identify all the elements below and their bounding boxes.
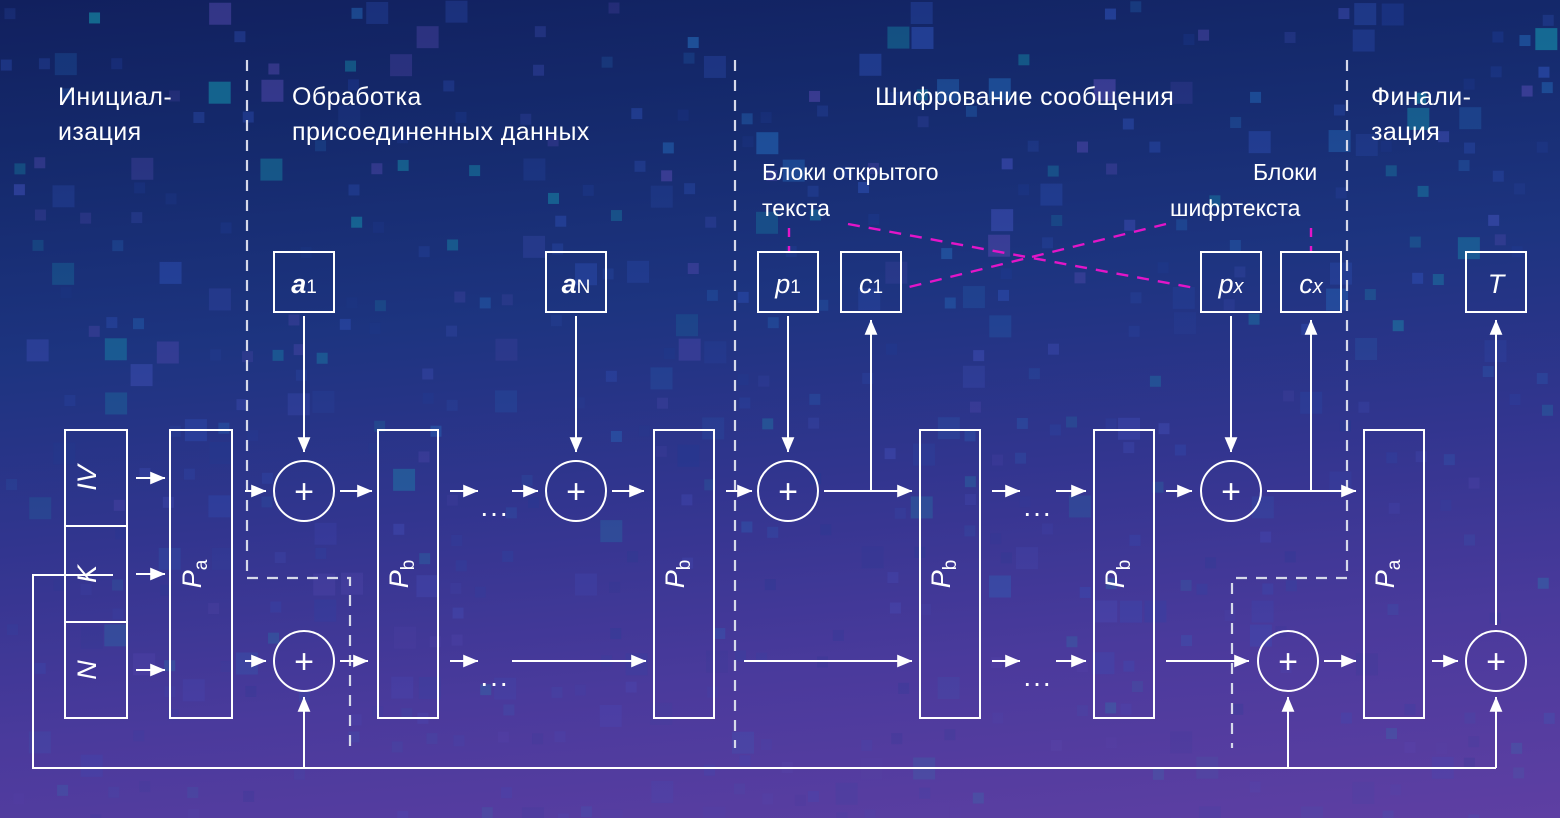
data-block-c1: c1 bbox=[840, 251, 902, 313]
callout-plaintext-blocks: Блоки открытого текста bbox=[762, 159, 939, 221]
data-block-aN-sub: N bbox=[577, 277, 591, 298]
data-block-a1: a1 bbox=[273, 251, 335, 313]
permutation-pb-ad-1-sub: b bbox=[398, 560, 419, 571]
leader-ciphertext-to-c1 bbox=[904, 222, 1167, 290]
state-input-k-label: K bbox=[72, 564, 102, 583]
data-block-px-main: p bbox=[1217, 269, 1233, 299]
svg-text:a1: a1 bbox=[291, 269, 317, 299]
callout-plaintext-line1: Блоки открытого bbox=[762, 159, 939, 185]
permutation-pb-enc-n: Pb bbox=[1093, 429, 1155, 719]
data-block-cx-sub: x bbox=[1312, 276, 1324, 298]
data-block-c1-sub: 1 bbox=[872, 277, 883, 298]
permutation-pa-final-sub: a bbox=[1384, 559, 1405, 570]
xor-ad-1-bot: + bbox=[273, 630, 335, 692]
permutation-pb-ad-1: Pb bbox=[377, 429, 439, 719]
xor-enc-x-bot-symbol: + bbox=[1278, 643, 1298, 681]
permutation-pb-ad-n-sub: b bbox=[674, 560, 695, 571]
section-header-ad-line1: Обработка bbox=[292, 83, 422, 111]
data-block-cx-main: c bbox=[1299, 269, 1313, 299]
section-header-final: Финали- зация bbox=[1371, 83, 1471, 146]
leader-plaintext-to-px bbox=[847, 222, 1196, 290]
data-block-px-sub: x bbox=[1233, 276, 1245, 298]
xor-enc-1-top: + bbox=[757, 460, 819, 522]
data-block-T: T bbox=[1465, 251, 1527, 313]
state-input-iv-label: IV bbox=[72, 462, 102, 491]
xor-final-bot-symbol: + bbox=[1486, 643, 1506, 681]
permutation-pb-ad-n-main: P bbox=[660, 570, 690, 588]
xor-enc-x-bot: + bbox=[1257, 630, 1319, 692]
svg-text:Pb: Pb bbox=[926, 560, 961, 589]
data-block-c1-main: c bbox=[859, 269, 873, 299]
callout-ciphertext-line2: шифртекста bbox=[1170, 195, 1301, 221]
callout-ciphertext-line1: Блоки bbox=[1253, 159, 1317, 185]
permutation-pa-init: Pa bbox=[169, 429, 233, 719]
svg-text:Pa: Pa bbox=[1370, 559, 1405, 588]
permutation-pb-enc-1-main: P bbox=[926, 570, 956, 588]
state-input-n-label: N bbox=[72, 660, 102, 680]
xor-enc-x-top: + bbox=[1200, 460, 1262, 522]
ellipsis-enc-bot: ... bbox=[1023, 661, 1052, 692]
section-header-final-line1: Финали- bbox=[1371, 83, 1471, 111]
xor-enc-1-top-symbol: + bbox=[778, 473, 798, 511]
svg-text:c1: c1 bbox=[859, 269, 883, 299]
data-block-aN-main: a bbox=[562, 269, 577, 299]
svg-text:Pb: Pb bbox=[1100, 560, 1135, 589]
xor-ad-n-top-symbol: + bbox=[566, 473, 586, 511]
section-divider-encryption-final bbox=[1230, 60, 1349, 748]
svg-text:aN: aN bbox=[562, 269, 591, 299]
permutation-pa-final-main: P bbox=[1370, 570, 1400, 588]
data-block-p1: p1 bbox=[757, 251, 819, 313]
svg-text:Pa: Pa bbox=[177, 559, 212, 588]
section-divider-init-ad bbox=[245, 60, 352, 748]
data-block-a1-sub: 1 bbox=[306, 277, 317, 298]
state-input-stack: IV K N bbox=[64, 429, 128, 719]
svg-text:cx: cx bbox=[1299, 269, 1324, 299]
data-block-aN: aN bbox=[545, 251, 607, 313]
permutation-pb-enc-1-sub: b bbox=[940, 560, 961, 571]
callout-ciphertext-blocks: Блоки шифртекста bbox=[1170, 159, 1317, 221]
section-header-encryption: Шифрование сообщения bbox=[875, 83, 1174, 111]
xor-enc-x-top-symbol: + bbox=[1221, 473, 1241, 511]
permutation-pb-ad-n: Pb bbox=[653, 429, 715, 719]
ellipsis-enc-top: ... bbox=[1023, 491, 1052, 522]
permutation-pb-enc-1: Pb bbox=[919, 429, 981, 719]
section-header-ad: Обработка присоединенных данных bbox=[292, 83, 590, 146]
xor-ad-1-top: + bbox=[273, 460, 335, 522]
data-block-p1-main: p bbox=[774, 269, 790, 299]
permutation-pb-enc-n-main: P bbox=[1100, 570, 1130, 588]
ellipsis-ad-top: ... bbox=[480, 491, 509, 522]
permutation-pb-enc-n-sub: b bbox=[1114, 560, 1135, 571]
xor-final-bot: + bbox=[1465, 630, 1527, 692]
section-header-init-line2: изация bbox=[58, 118, 142, 146]
section-header-init-line1: Инициал- bbox=[58, 83, 172, 111]
svg-text:Pb: Pb bbox=[384, 560, 419, 589]
key-feedback-bus bbox=[32, 574, 1496, 769]
data-block-px: px bbox=[1200, 251, 1262, 313]
data-block-p1-sub: 1 bbox=[790, 277, 801, 298]
data-block-T-main: T bbox=[1488, 269, 1507, 299]
data-block-a1-main: a bbox=[291, 269, 306, 299]
xor-ad-1-bot-symbol: + bbox=[294, 643, 314, 681]
xor-ad-n-top: + bbox=[545, 460, 607, 522]
permutation-pa-init-sub: a bbox=[191, 559, 212, 570]
permutation-pa-init-main: P bbox=[177, 570, 207, 588]
permutation-pa-final: Pa bbox=[1363, 429, 1425, 719]
section-header-init: Инициал- изация bbox=[58, 83, 172, 146]
permutation-pb-ad-1-main: P bbox=[384, 570, 414, 588]
svg-text:p1: p1 bbox=[774, 269, 801, 299]
section-header-ad-line2: присоединенных данных bbox=[292, 118, 590, 146]
svg-text:px: px bbox=[1217, 269, 1244, 299]
xor-ad-1-top-symbol: + bbox=[294, 473, 314, 511]
data-block-cx: cx bbox=[1280, 251, 1342, 313]
section-header-final-line2: зация bbox=[1371, 118, 1440, 146]
ellipsis-ad-bot: ... bbox=[480, 661, 509, 692]
svg-text:Pb: Pb bbox=[660, 560, 695, 589]
callout-plaintext-line2: текста bbox=[762, 195, 830, 221]
